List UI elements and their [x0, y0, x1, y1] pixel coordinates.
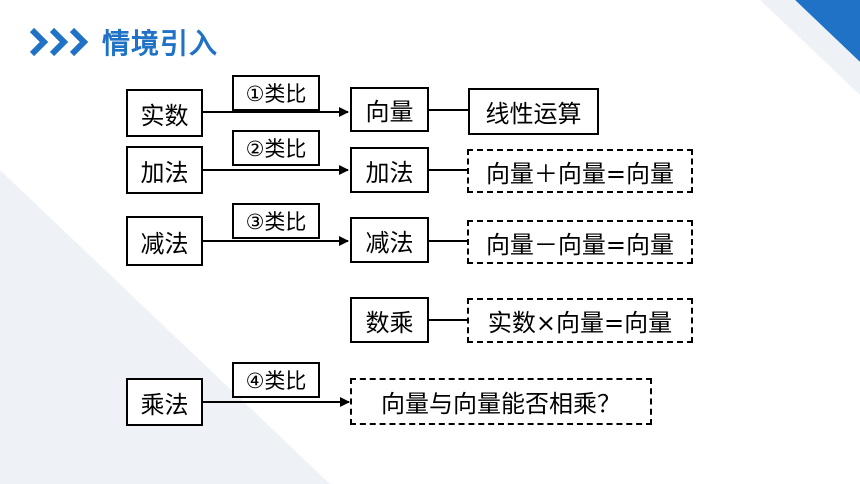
tag-analogy-2: ②类比	[232, 130, 320, 166]
bottom-left-triangle	[0, 170, 330, 484]
box-addition-left: 加法	[126, 146, 203, 194]
tag-analogy-1: ①类比	[232, 75, 320, 111]
box-real-number: 实数	[126, 89, 203, 137]
box-linear-operation: 线性运算	[468, 88, 599, 135]
top-right-light-band	[760, 0, 860, 95]
tag-analogy-3: ③类比	[232, 203, 320, 239]
slide-header: 情境引入	[28, 22, 218, 62]
tag-analogy-4: ④类比	[232, 362, 320, 398]
page-title: 情境引入	[102, 27, 219, 60]
box-subtraction-left: 减法	[126, 216, 203, 266]
box-vector-addition: 向量＋向量=向量	[467, 149, 693, 193]
box-scalar-times-vector: 实数×向量=向量	[467, 298, 693, 343]
box-vector-product-question: 向量与向量能否相乘？	[350, 378, 652, 425]
box-subtraction-right: 减法	[350, 217, 429, 263]
box-vector: 向量	[350, 87, 429, 132]
box-addition-right: 加法	[350, 147, 429, 193]
box-scalar-multiplication: 数乘	[350, 297, 429, 343]
triple-chevron-right-icon	[29, 27, 89, 57]
box-vector-subtraction: 向量－向量=向量	[467, 220, 693, 264]
box-multiplication: 乘法	[126, 378, 203, 426]
